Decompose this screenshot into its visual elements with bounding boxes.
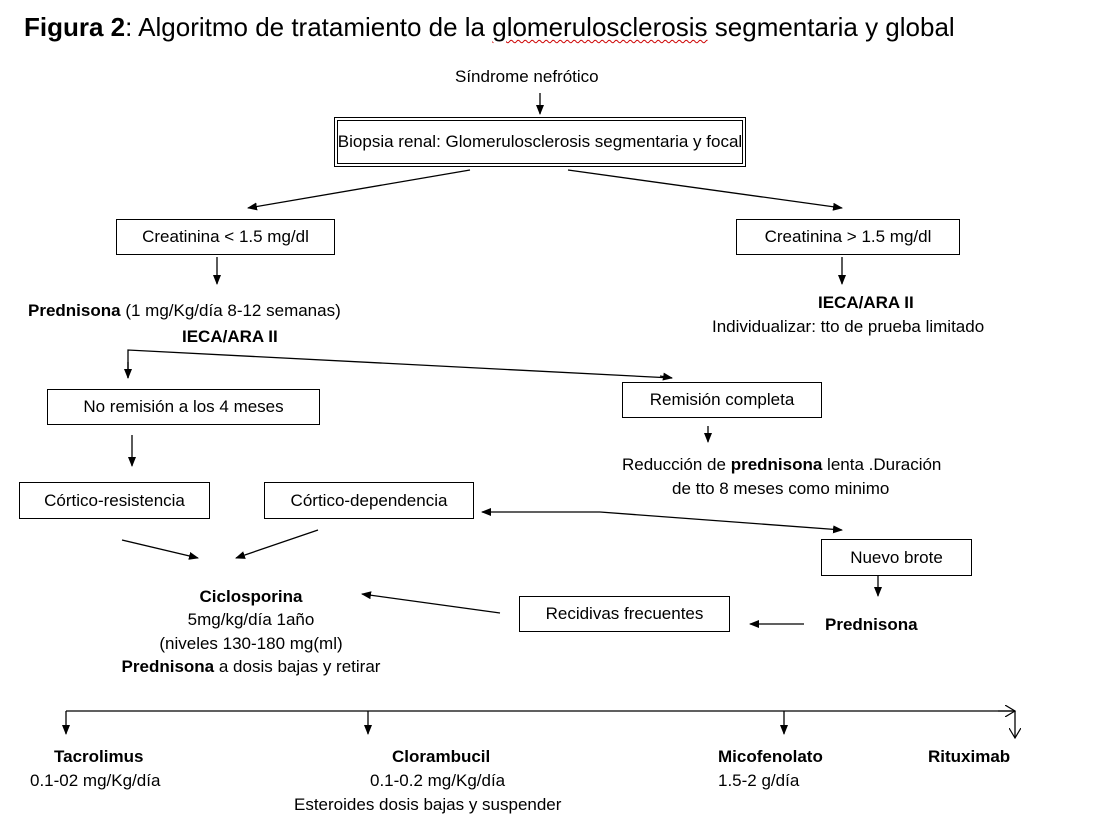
ciclosporina-title: Ciclosporina xyxy=(199,587,303,606)
prednisona-dose-text: Prednisona (1 mg/Kg/día 8-12 semanas) xyxy=(28,300,341,322)
figure-title: Figura 2: Algoritmo de tratamiento de la… xyxy=(24,10,955,44)
ciclosporina-levels: (niveles 130-180 mg(ml) xyxy=(159,634,343,653)
prednisona-2-label: Prednisona xyxy=(825,615,918,634)
figure-label: Figura 2 xyxy=(24,12,126,42)
remision-label: Remisión completa xyxy=(649,390,795,409)
reduccion-line1: Reducción de prednisona lenta .Duración xyxy=(622,455,942,474)
sindrome-nefrotico-label: Síndrome nefrótico xyxy=(455,67,599,86)
cortico-dependencia-label: Córtico-dependencia xyxy=(290,490,448,510)
recidivas-box: Recidivas frecuentes xyxy=(519,596,730,632)
micofenolato-label: Micofenolato xyxy=(718,747,823,766)
arrow-biopsia-creat-low xyxy=(247,169,471,211)
arrow-biopsia-creat-high xyxy=(567,169,843,211)
recidivas-label: Recidivas frecuentes xyxy=(545,604,704,623)
creatinina-low-label: Creatinina < 1.5 mg/dl xyxy=(142,227,309,246)
ieca-right-label: IECA/ARA II xyxy=(818,293,914,312)
creatinina-high-label: Creatinina > 1.5 mg/dl xyxy=(764,227,932,246)
branch-line-ieca xyxy=(127,349,673,379)
reduccion-bold: prednisona xyxy=(730,455,823,474)
nuevo-brote-label: Nuevo brote xyxy=(850,547,943,567)
ieca-left-label: IECA/ARA II xyxy=(182,327,278,346)
ciclosporina-prednisona: Prednisona a dosis bajas y retirar xyxy=(121,657,381,676)
remision-box: Remisión completa xyxy=(622,382,822,418)
nuevo-brote-box: Nuevo brote xyxy=(821,539,972,576)
rituximab-label: Rituximab xyxy=(928,747,1011,766)
cortico-dependencia-box: Córtico-dependencia xyxy=(264,482,474,519)
clorambucil-note: Esteroides dosis bajas y suspender xyxy=(294,795,562,814)
cortico-resistencia-box: Córtico-resistencia xyxy=(19,482,210,519)
arrow-branch-remision xyxy=(659,372,673,381)
reduccion-line2: de tto 8 meses como minimo xyxy=(672,479,890,498)
ciclosporina-dose: 5mg/kg/día 1año xyxy=(187,610,315,629)
tacrolimus-label: Tacrolimus xyxy=(54,747,144,766)
arrow-cortico-dep-ciclo xyxy=(235,529,319,559)
micofenolato-dose: 1.5-2 g/día xyxy=(718,771,800,790)
prednisona-bold: Prednisona xyxy=(28,301,121,320)
creatinina-high-box: Creatinina > 1.5 mg/dl xyxy=(736,219,960,255)
tacrolimus-dose: 0.1-02 mg/Kg/día xyxy=(30,771,161,790)
no-remision-box: No remisión a los 4 meses xyxy=(47,389,320,425)
arrow-recidivas-ciclo xyxy=(361,591,501,614)
title-text-a: : Algoritmo de tratamiento de la xyxy=(125,12,493,42)
title-text-b: segmentaria y global xyxy=(707,12,955,42)
title-misspelled-word: glomerulosclerosis xyxy=(492,12,708,42)
creatinina-low-box: Creatinina < 1.5 mg/dl xyxy=(116,219,335,255)
individualizar-label: Individualizar: tto de prueba limitado xyxy=(712,317,985,336)
clorambucil-dose: 0.1-0.2 mg/Kg/día xyxy=(370,771,506,790)
biopsia-box: Biopsia renal: Glomerulosclerosis segmen… xyxy=(334,117,746,167)
cortico-resistencia-label: Córtico-resistencia xyxy=(44,490,185,510)
arrow-cortico-res-ciclo xyxy=(121,539,199,560)
clorambucil-label: Clorambucil xyxy=(392,747,491,766)
biopsia-label: Biopsia renal: Glomerulosclerosis segmen… xyxy=(337,132,743,151)
no-remision-label: No remisión a los 4 meses xyxy=(83,397,284,416)
arrow-cortico-dep-nuevo-brote xyxy=(599,511,843,534)
prednisona-dose: (1 mg/Kg/día 8-12 semanas) xyxy=(120,301,341,320)
